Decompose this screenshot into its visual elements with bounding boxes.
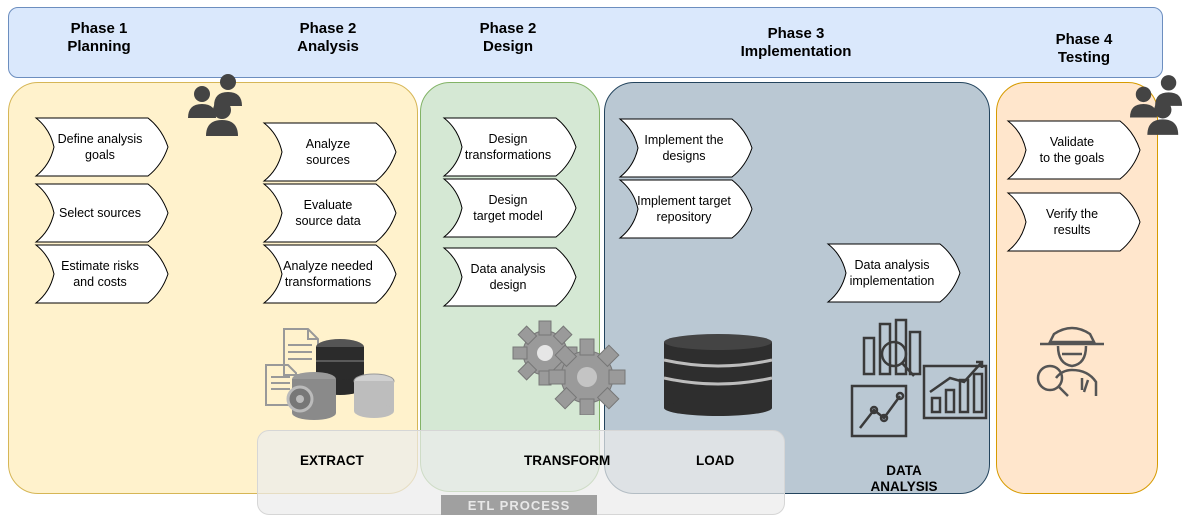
users-icon — [188, 74, 242, 136]
transform-label: TRANSFORM — [524, 453, 611, 468]
phase-number: Phase 3 — [767, 25, 825, 42]
phase-number: Phase 2 — [299, 20, 357, 37]
analytics-icon — [850, 318, 988, 438]
step-select-sources: Select sources — [30, 183, 170, 243]
step-analyze-sources: Analyze sources — [258, 122, 398, 182]
phase-name: Planning — [67, 38, 131, 55]
phase-name: Implementation — [740, 43, 852, 60]
phase-number: Phase 1 — [70, 20, 128, 37]
step-estimate-risks: Estimate risks and costs — [30, 244, 170, 304]
phase-name: Analysis — [297, 38, 359, 55]
phase-name: Testing — [1057, 49, 1111, 66]
data-analysis-label: DATA ANALYSIS — [870, 463, 938, 494]
step-analyze-transformations: Analyze needed transformations — [258, 244, 398, 304]
investigator-icon — [1036, 326, 1104, 397]
users-icon-testing — [1130, 75, 1183, 135]
step-implement-designs: Implement the designs — [614, 118, 754, 178]
step-evaluate-source-data: Evaluate source data — [258, 183, 398, 243]
database-icon — [663, 334, 773, 416]
step-design-target-model: Design target model — [438, 178, 578, 238]
step-define-analysis-goals: Define analysis goals — [30, 117, 170, 177]
gears-icon — [512, 320, 626, 415]
step-design-transformations: Design transformations — [438, 117, 578, 177]
extract-label: EXTRACT — [300, 453, 364, 468]
phases-header — [8, 7, 1163, 78]
documents-database-icon — [265, 328, 395, 420]
step-verify-results: Verify the results — [1002, 192, 1142, 252]
step-validate-goals: Validate to the goals — [1002, 120, 1142, 180]
load-label: LOAD — [696, 453, 735, 468]
step-implement-target-repository: Implement target repository — [614, 179, 754, 239]
step-data-analysis-implementation: Data analysis implementation — [822, 243, 962, 303]
phase-name: Design — [482, 38, 533, 55]
phase-number: Phase 4 — [1055, 31, 1113, 48]
phase-number: Phase 2 — [479, 20, 537, 37]
etl-process-label: ETL PROCESS — [441, 495, 597, 515]
step-data-analysis-design: Data analysis design — [438, 247, 578, 307]
